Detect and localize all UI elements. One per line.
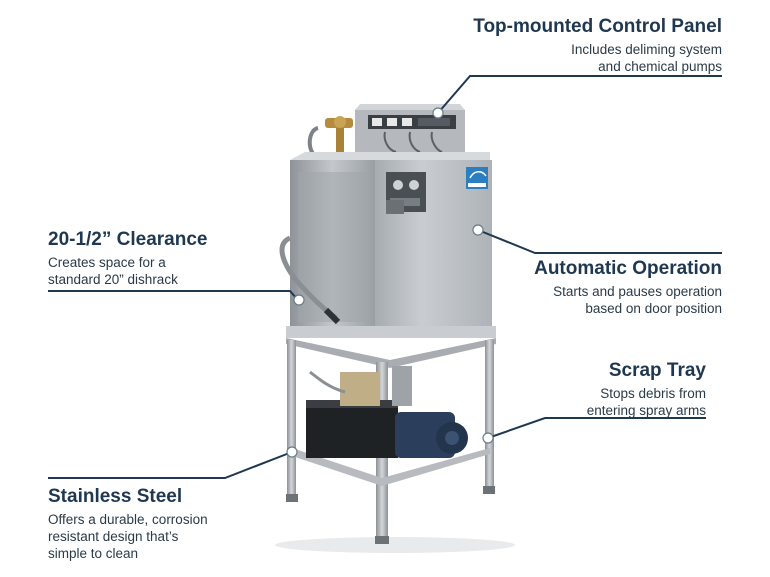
stainless-steel-desc-line1: Offers a durable, corrosion [48, 512, 208, 527]
scrap-tray-title: Scrap Tray [608, 360, 706, 381]
control-panel-title: Top-mounted Control Panel [473, 16, 722, 37]
control-panel-desc-line1: Includes deliming system [571, 42, 722, 57]
callout-clearance: 20-1/2” Clearance Creates space for a st… [48, 229, 208, 288]
control-panel-box [355, 104, 465, 153]
marker-scrap-tray [482, 432, 494, 444]
top-plumbing [307, 116, 353, 160]
stainless-steel-desc-line3: simple to clean [48, 546, 139, 561]
callout-control-panel: Top-mounted Control Panel Includes delim… [473, 16, 722, 75]
callout-scrap-tray: Scrap Tray Stops debris from entering sp… [587, 360, 706, 419]
control-panel-desc-line2: and chemical pumps [598, 59, 722, 74]
marker-control-panel [432, 107, 444, 119]
marker-automatic [472, 224, 484, 236]
clearance-desc-line1: Creates space for a [48, 255, 166, 270]
marker-stainless [286, 446, 298, 458]
pump-motor [306, 366, 468, 458]
stainless-steel-title: Stainless Steel [48, 486, 183, 507]
callout-stainless-steel: Stainless Steel Offers a durable, corros… [48, 486, 208, 562]
stainless-steel-desc-line2: resistant design that’s [48, 529, 179, 544]
energy-star-badge-icon [466, 167, 488, 189]
automatic-operation-desc-line1: Starts and pauses operation [553, 284, 722, 299]
side-hose [279, 235, 341, 325]
marker-clearance [293, 294, 305, 306]
leader-control-panel [437, 75, 722, 114]
automatic-operation-desc-line2: based on door position [585, 301, 722, 316]
callout-automatic-operation: Automatic Operation Starts and pauses op… [534, 258, 722, 317]
clearance-title: 20-1/2” Clearance [48, 229, 208, 250]
scrap-tray-desc-line2: entering spray arms [586, 403, 706, 418]
leader-automatic [477, 229, 722, 254]
leader-stainless [48, 451, 293, 479]
scrap-tray-desc-line1: Stops debris from [600, 386, 706, 401]
automatic-operation-title: Automatic Operation [534, 258, 722, 279]
leader-clearance [48, 290, 299, 301]
leader-scrap-tray [487, 417, 706, 439]
clearance-desc-line2: standard 20” dishrack [48, 272, 178, 287]
